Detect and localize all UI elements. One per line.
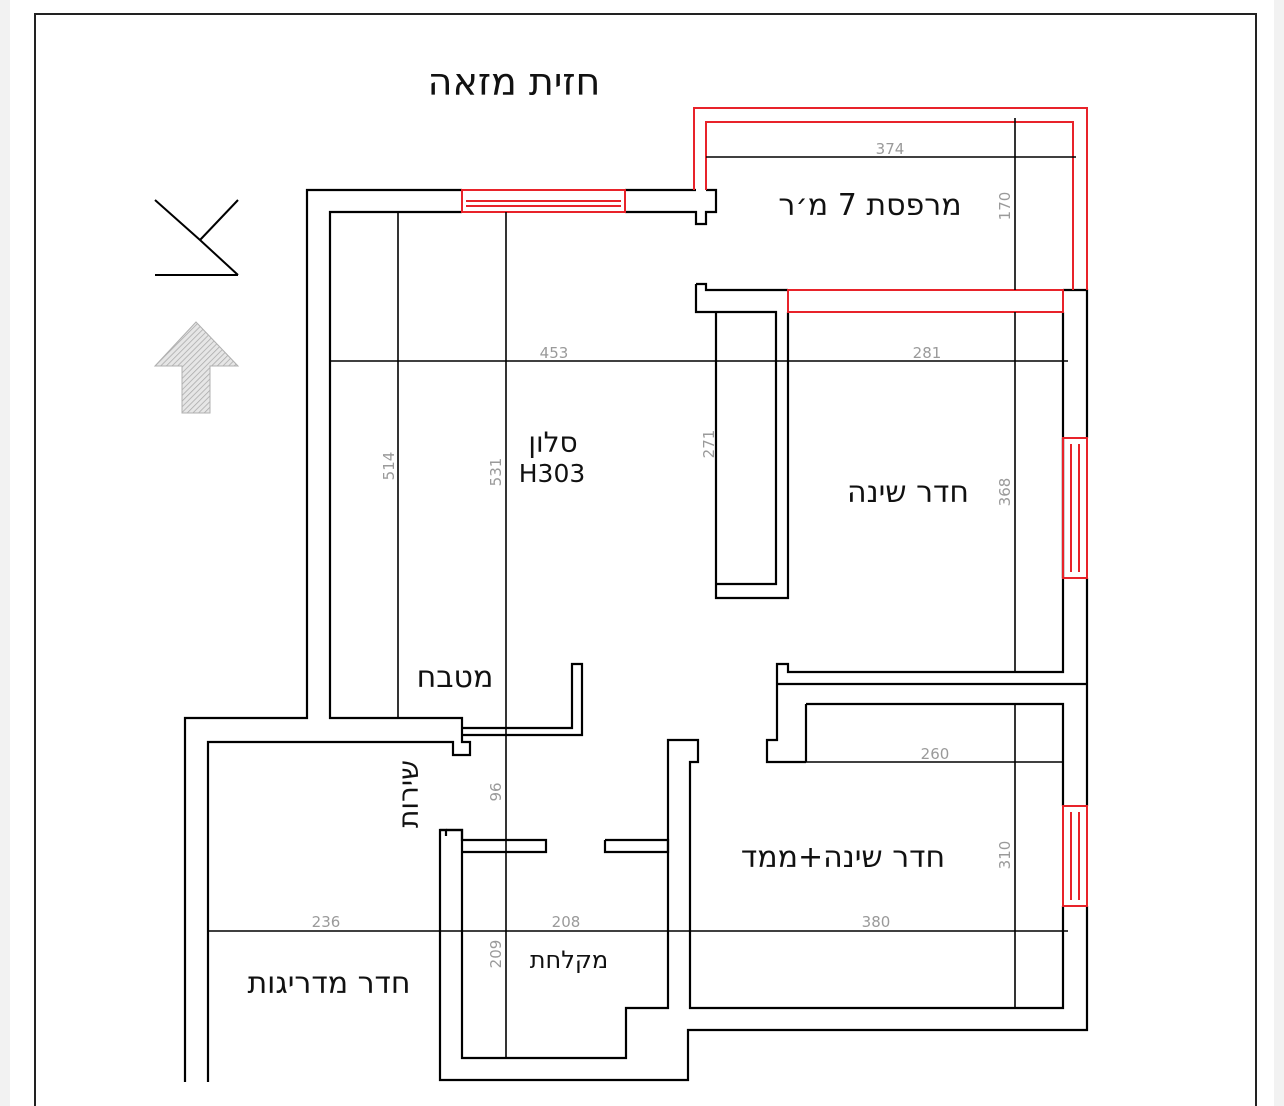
- dim-living-length: 531: [487, 458, 505, 487]
- label-kitchen: מטבח: [417, 660, 494, 695]
- dim-kitchen-length: 514: [380, 452, 398, 481]
- label-living-room-height: H303: [519, 459, 586, 488]
- dim-corridor: 96: [487, 782, 505, 801]
- dim-restroom-length: 209: [487, 940, 505, 969]
- label-stairwell: חדר מדריגות: [247, 966, 410, 1001]
- dim-partition-length: 271: [700, 430, 718, 459]
- dimension-labels: 374 170 453 281 271 514 531 368 260 96 3…: [312, 140, 1014, 968]
- dim-bedroom2-bottom: 380: [862, 913, 891, 931]
- dim-balcony-width: 374: [876, 140, 905, 158]
- up-arrow-icon: [153, 321, 240, 414]
- dim-bedroom2-width: 260: [921, 745, 950, 763]
- dim-balcony-depth: 170: [996, 192, 1014, 221]
- label-living-room: סלון: [528, 426, 577, 459]
- label-bedroom: חדר שינה: [847, 475, 969, 510]
- dim-living-width: 453: [540, 344, 569, 362]
- drawing-title: חזית מזאה: [428, 60, 601, 104]
- label-balcony: מרפסת 7 מ׳ר: [778, 188, 961, 223]
- sheet-border: [34, 13, 1257, 1106]
- windows: [461, 107, 1088, 907]
- dim-bedroom-length: 368: [996, 478, 1014, 507]
- label-bedroom-safe-room: חדר שינה+ממד: [741, 840, 945, 875]
- room-labels: חזית מזאה מרפסת 7 מ׳ר סלון H303 חדר שינה…: [247, 60, 969, 1001]
- dim-stair-width: 236: [312, 913, 341, 931]
- dimension-lines: [208, 118, 1076, 1058]
- label-service: שירות: [392, 760, 425, 828]
- north-mark-icon: [154, 199, 239, 276]
- dim-restroom-width: 208: [552, 913, 581, 931]
- label-restroom: מקלחת: [530, 946, 608, 974]
- dim-bedroom2-length: 310: [996, 841, 1014, 870]
- dim-bedroom-width: 281: [913, 344, 942, 362]
